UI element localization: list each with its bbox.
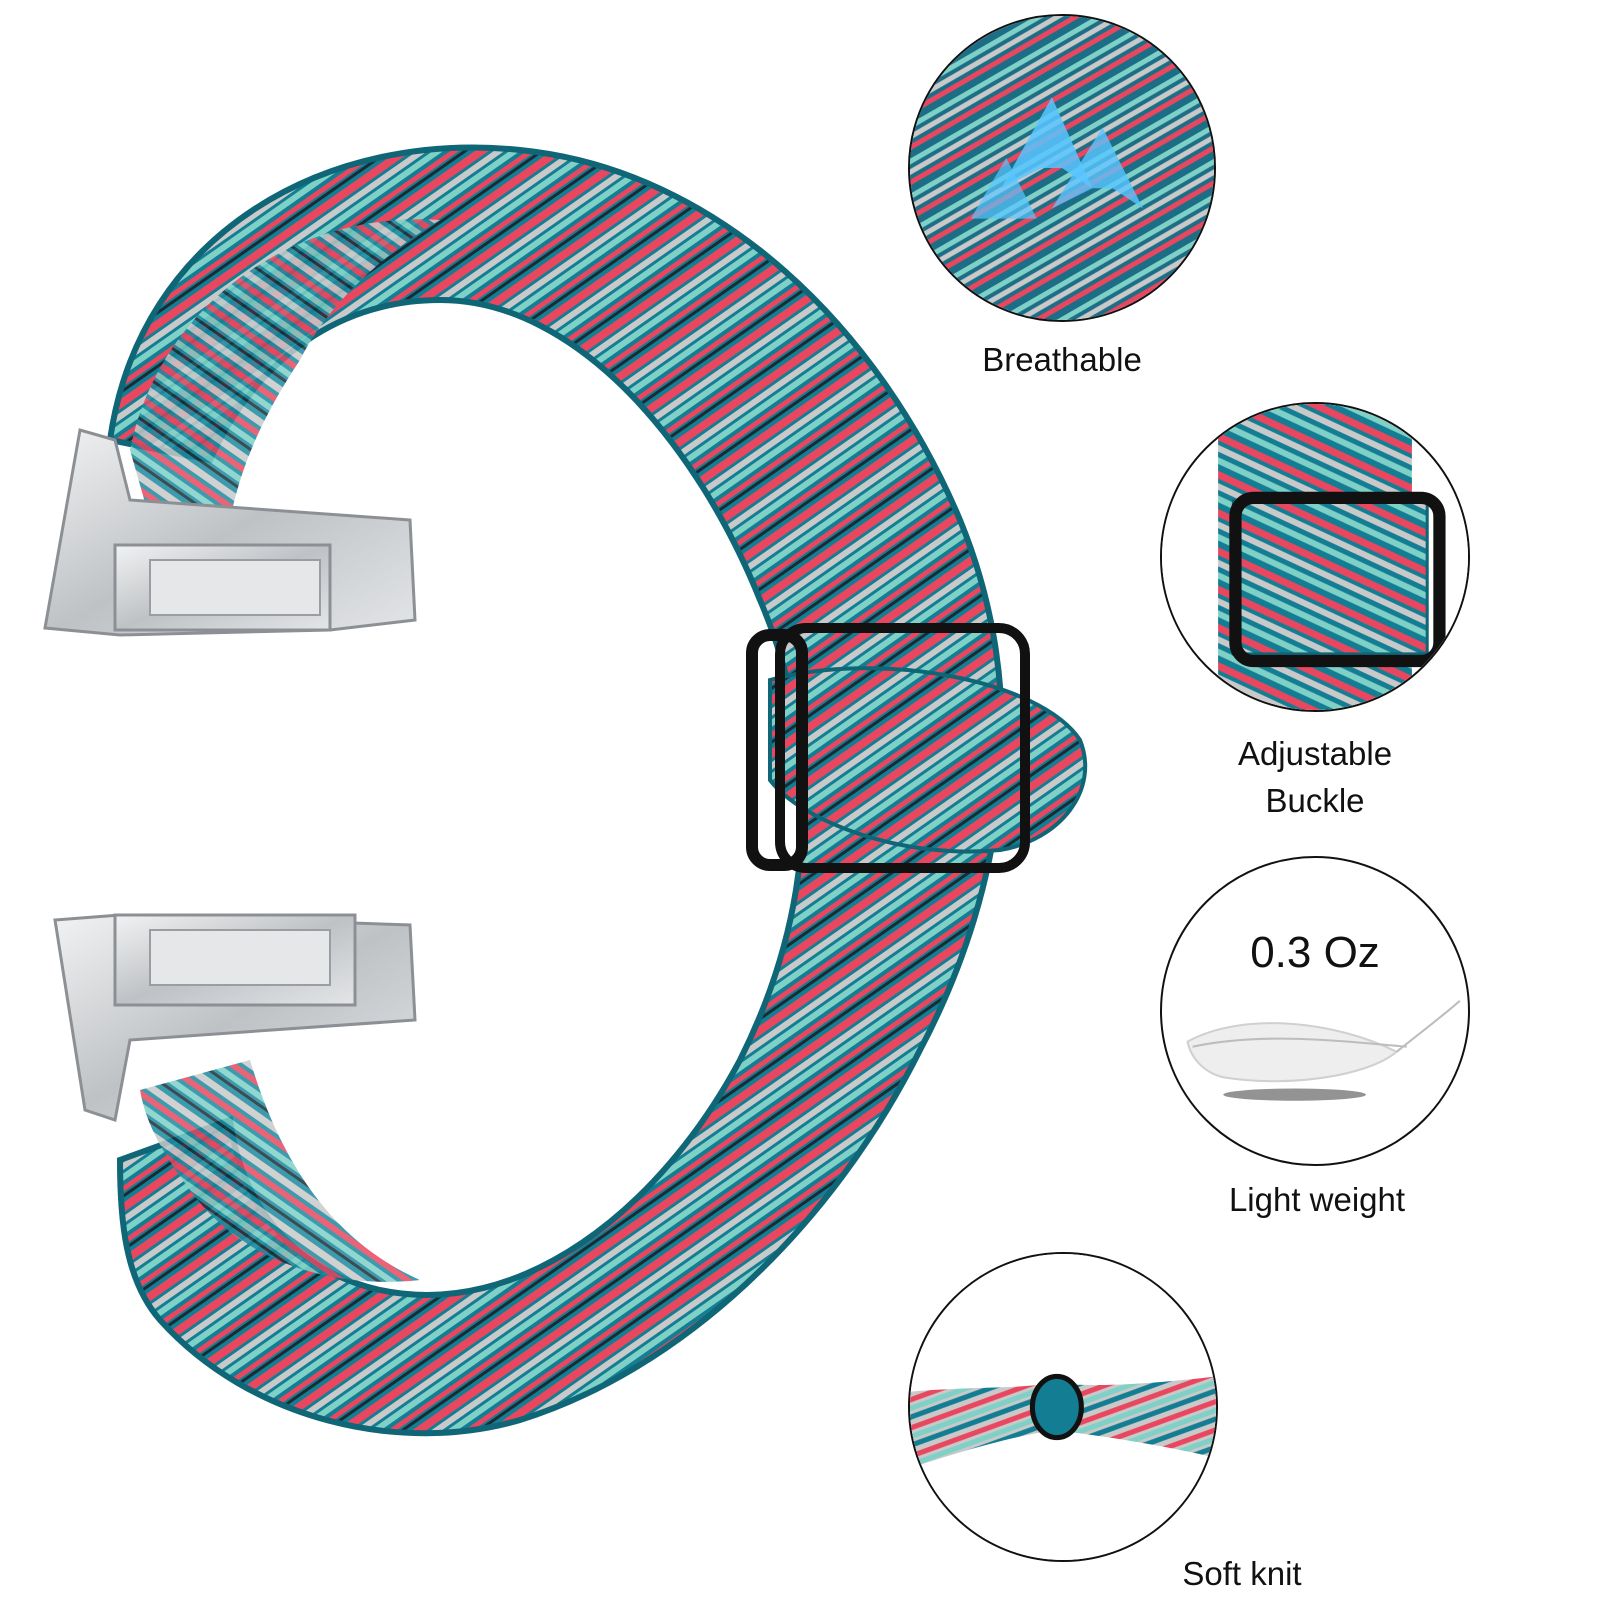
feature-breathable-circle bbox=[908, 14, 1216, 322]
band-inner-lower bbox=[140, 1060, 420, 1282]
band-loop bbox=[106, 144, 1006, 1437]
feature-soft-circle bbox=[908, 1252, 1218, 1562]
bottom-connector bbox=[53, 913, 417, 1122]
feature-adjustable-circle bbox=[1160, 402, 1470, 712]
knot-icon bbox=[910, 1254, 1216, 1560]
feature-light-circle: 0.3 Oz bbox=[1160, 856, 1470, 1166]
feature-light-label: Light weight bbox=[1228, 1181, 1406, 1218]
feature-adjustable-label: Adjustable Buckle bbox=[1215, 730, 1415, 824]
breathable-arrows-icon bbox=[910, 16, 1214, 320]
top-connector bbox=[43, 428, 417, 637]
feature-breathable-label: Breathable bbox=[982, 341, 1142, 378]
feature-adjustable-label-line1: Adjustable bbox=[1237, 735, 1393, 772]
buckle-icon bbox=[1162, 404, 1468, 710]
weight-value: 0.3 Oz bbox=[1250, 928, 1380, 977]
band-inner bbox=[130, 219, 440, 520]
band-buckle bbox=[746, 623, 1088, 873]
feather-icon bbox=[1186, 1000, 1461, 1101]
feature-adjustable-label-line2: Buckle bbox=[1265, 782, 1365, 819]
feature-soft-label: Soft knit bbox=[1182, 1555, 1302, 1592]
